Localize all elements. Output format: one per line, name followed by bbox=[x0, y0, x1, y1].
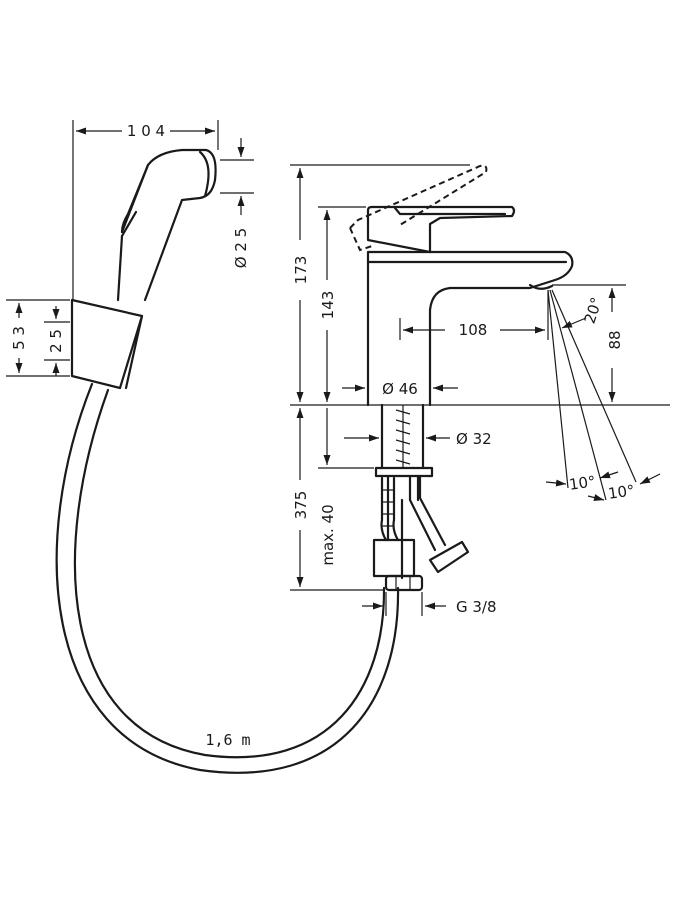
dim-height-total-label: 173 bbox=[292, 256, 310, 285]
dim-max-thickness-label: max. 40 bbox=[319, 504, 337, 565]
dim-shank-diameter: Ø 32 bbox=[344, 430, 492, 448]
dim-spout-reach: 108 bbox=[399, 290, 549, 340]
dim-spout-reach-label: 108 bbox=[459, 321, 488, 339]
angle-b-label: 10° bbox=[607, 481, 636, 503]
mixer-lever-raised bbox=[349, 164, 488, 252]
shower-holder bbox=[70, 298, 144, 390]
dim-height-total: 173 bbox=[290, 164, 470, 402]
dim-shank-diameter-label: Ø 32 bbox=[456, 430, 492, 448]
dim-below-depth: 375 bbox=[290, 408, 385, 591]
dim-shower-diameter-label: Ø 2 5 bbox=[232, 228, 250, 268]
dim-thread: G 3/8 bbox=[362, 592, 497, 616]
angle-a-label: 10° bbox=[568, 472, 597, 494]
spray-angle-label: 20° bbox=[581, 295, 606, 326]
spray-angles: 20° 10° 10° bbox=[545, 289, 661, 503]
hose-length-label: 1,6 m bbox=[205, 731, 250, 749]
hand-shower bbox=[116, 148, 217, 302]
connection-hoses bbox=[372, 474, 470, 592]
dim-base-diameter: Ø 46 bbox=[342, 380, 458, 398]
dim-max-thickness: max. 40 bbox=[318, 408, 374, 566]
dim-thread-label: G 3/8 bbox=[456, 598, 497, 616]
dim-holder-height-label: 5 3 bbox=[10, 326, 28, 350]
mixer-lever bbox=[366, 205, 516, 254]
mixer-shank bbox=[374, 403, 434, 542]
mixer-body bbox=[366, 250, 574, 407]
dim-height-spout-label: 143 bbox=[319, 291, 337, 320]
dim-spout-height: 88 bbox=[552, 284, 626, 402]
dim-height-spout: 143 bbox=[318, 206, 366, 402]
dim-below-depth-label: 375 bbox=[292, 491, 310, 520]
dim-shower-width-label: 1 0 4 bbox=[127, 122, 165, 140]
dim-base-diameter-label: Ø 46 bbox=[382, 380, 418, 398]
dim-spout-height-label: 88 bbox=[606, 330, 624, 349]
dim-holder-inner-label: 2 5 bbox=[47, 329, 65, 353]
dim-holder: 5 3 2 5 bbox=[6, 299, 70, 377]
dim-shower-diameter: Ø 2 5 bbox=[220, 138, 254, 268]
shower-hose bbox=[55, 382, 400, 774]
dim-shower-width: 1 0 4 bbox=[72, 120, 219, 300]
